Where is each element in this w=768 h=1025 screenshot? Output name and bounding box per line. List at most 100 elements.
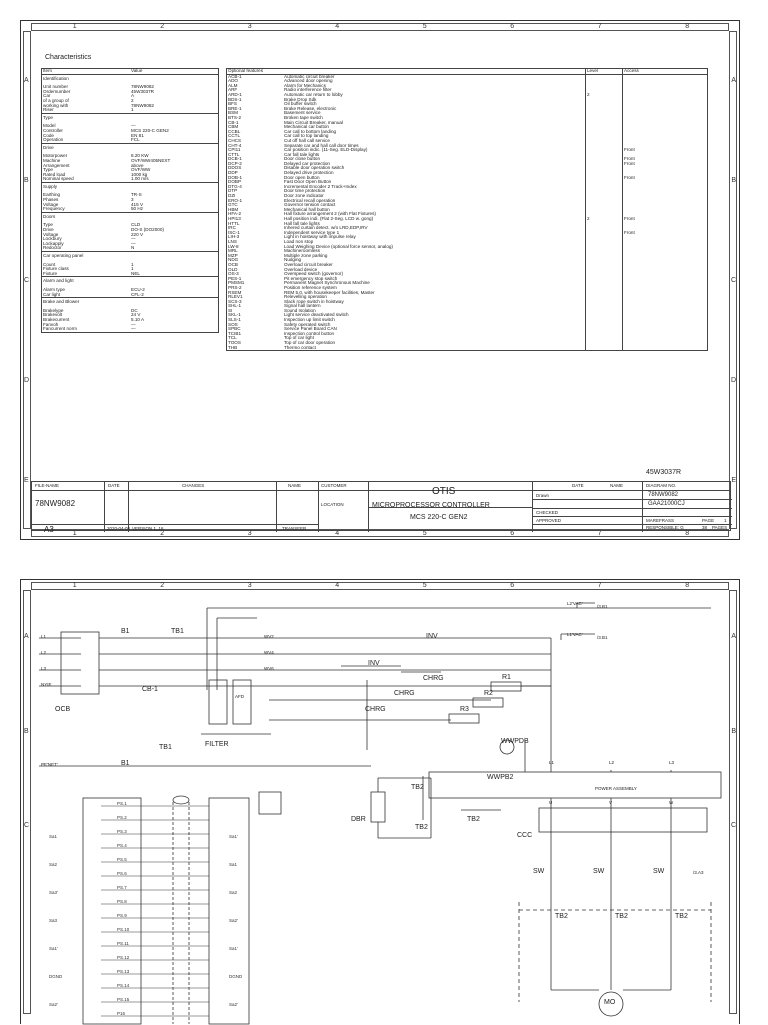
item-value: above <box>131 162 144 168</box>
feature-description: Mechanical hall button <box>284 206 330 212</box>
feature-access <box>622 235 708 240</box>
feature-code: BSM <box>228 110 238 116</box>
feature-description: Pit emergency stop switch <box>284 275 338 281</box>
label-l1: L1 <box>41 634 47 639</box>
date-label: DATE <box>108 483 120 488</box>
feature-code: ARD-1 <box>228 91 242 97</box>
item-name: Brakecurrent <box>43 316 70 322</box>
section-title: Characteristics <box>45 54 92 61</box>
label-r1: R1 <box>502 674 511 681</box>
item-name: Voltage <box>43 231 59 237</box>
item-value: 1 <box>131 107 134 113</box>
feature-access <box>622 143 708 149</box>
feature-level <box>585 148 623 153</box>
feature-level <box>585 88 623 93</box>
item-name: Motorpower <box>43 153 68 159</box>
feature-code: LIH-3 <box>228 234 240 240</box>
feature-access <box>622 207 708 213</box>
feature-code: DDP <box>228 170 238 176</box>
label-l2vac: L2'VAC' <box>567 601 583 606</box>
feature-code: SOS <box>228 321 238 327</box>
section-row: Type <box>41 112 219 125</box>
feature-access <box>622 111 708 116</box>
feature-level <box>585 249 623 254</box>
feature-level <box>585 171 623 176</box>
feature-level: 2 <box>585 92 623 98</box>
row-letter: B <box>24 727 29 735</box>
feature-code: DDOS <box>228 165 242 171</box>
feature-description: Overload device <box>284 266 318 272</box>
feature-code: PRS-2 <box>228 284 242 290</box>
label-inv-2: INV <box>368 660 380 667</box>
column-ruler-bottom <box>31 529 729 537</box>
label-wv6: WV6 <box>264 666 274 671</box>
feature-level <box>585 143 623 149</box>
item-value: 8.20 KW <box>131 153 149 159</box>
feature-level <box>585 106 623 112</box>
item-name: Unit number <box>43 84 69 90</box>
item-name: Lockapply <box>43 240 64 246</box>
label-motor: MO <box>604 999 616 1006</box>
feature-level <box>585 318 623 323</box>
item-name: Controller <box>43 127 63 133</box>
column-number: 4 <box>335 530 340 537</box>
item-name: Fixture class <box>43 266 69 272</box>
resistor-r1 <box>490 681 522 692</box>
label-sw-1: SW <box>533 868 545 875</box>
feature-level <box>585 175 623 181</box>
feature-description: Position reference system <box>284 284 337 290</box>
feature-access: Front <box>622 157 708 162</box>
item-name: Brakevolt <box>43 312 63 318</box>
feature-code: ACB-1 <box>228 73 242 79</box>
feature-level <box>585 304 623 309</box>
feature-description: Multiple zone parking <box>284 252 328 258</box>
feature-level <box>585 235 623 240</box>
item-name: Code <box>43 132 54 138</box>
column-number: 7 <box>597 530 602 537</box>
feature-description: Door zone indicator <box>284 193 324 199</box>
feature-access <box>622 212 708 217</box>
feature-access <box>622 226 708 231</box>
feature-level <box>585 258 623 263</box>
feature-description: Automatic circuit breaker <box>284 73 335 79</box>
feature-code: CPI11 <box>228 147 241 153</box>
feature-access <box>622 239 708 245</box>
feature-access <box>622 88 708 93</box>
date-value: 2020-04-08 <box>107 526 131 531</box>
connector-pin-label: PS.11 <box>117 941 129 946</box>
location-label: LOCATION <box>321 502 344 507</box>
connector-pin-label: PS.7 <box>117 885 127 890</box>
feature-code: SHL-1 <box>228 303 242 309</box>
item-name: Riser <box>43 107 54 113</box>
item-value: — <box>131 321 136 327</box>
connector-pin-label: PS.15 <box>117 997 130 1002</box>
item-value: N <box>131 245 135 251</box>
row-letter: B <box>731 177 736 184</box>
feature-level <box>585 276 623 282</box>
connector-pin-label: PS.3 <box>117 829 127 834</box>
column-header <box>283 68 586 75</box>
feature-code: BRE-1 <box>228 105 242 111</box>
feature-level <box>585 166 623 172</box>
reference-label: MAREFRASS <box>646 518 675 523</box>
feature-level <box>585 79 623 84</box>
column-number: 2 <box>160 530 165 537</box>
feature-access <box>622 171 708 176</box>
feature-code: TCIB1 <box>228 330 242 336</box>
feature-description: Light in hoistway with impulse relay <box>284 234 356 240</box>
feature-description: Sound Isolation <box>284 307 316 313</box>
label-b1-lower: B1 <box>121 760 130 767</box>
connector-pin-label: PS.8 <box>117 899 127 904</box>
feature-level <box>585 230 623 236</box>
